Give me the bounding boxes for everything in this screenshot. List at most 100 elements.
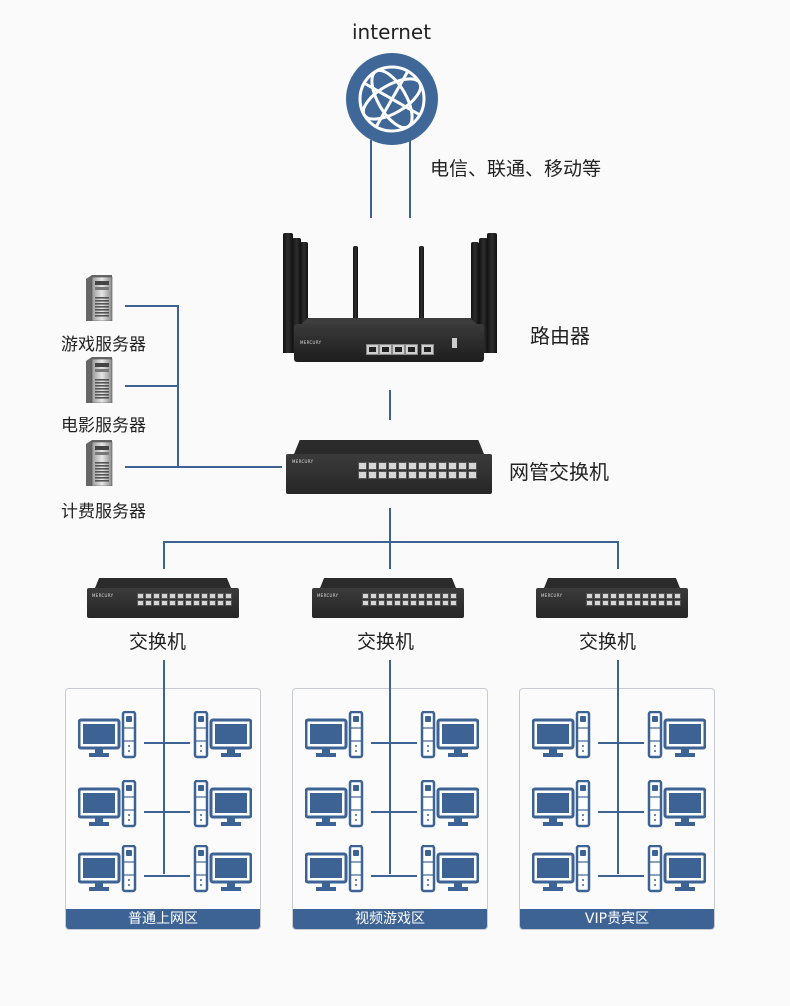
pc-link: [144, 875, 190, 877]
switch-port: [438, 471, 447, 479]
switch-port: [468, 471, 477, 479]
switch-port: [169, 600, 176, 606]
switch-port: [378, 471, 387, 479]
zone-label: VIP贵宾区: [520, 909, 714, 929]
switch-port: [153, 593, 160, 599]
switch-port: [185, 593, 192, 599]
desktop-pc-icon: [77, 844, 148, 895]
desktop-pc-icon: [304, 779, 375, 830]
switch-port: [358, 471, 367, 479]
switch-port: [426, 593, 433, 599]
drop-2: [389, 541, 391, 569]
switch-port: [201, 593, 208, 599]
switch-port: [634, 600, 641, 606]
access-switch-icon: MERCURY: [87, 578, 239, 618]
switch-port: [458, 462, 467, 470]
pc-link: [598, 811, 644, 813]
switch-port: [193, 600, 200, 606]
switch-port: [370, 593, 377, 599]
switch-port: [161, 600, 168, 606]
switch-port: [610, 593, 617, 599]
switch-port: [410, 593, 417, 599]
access-switch-icon: MERCURY: [536, 578, 688, 618]
isp-link-right: [409, 140, 411, 218]
switch-port: [618, 600, 625, 606]
switch-port: [145, 600, 152, 606]
switch-port: [418, 471, 427, 479]
switch-port: [201, 600, 208, 606]
desktop-pc-icon: [409, 844, 480, 895]
switch-port: [618, 593, 625, 599]
switch-port: [370, 600, 377, 606]
desktop-pc-icon: [304, 710, 375, 761]
isp-label: 电信、联通、移动等: [430, 158, 602, 180]
desktop-pc-icon: [77, 779, 148, 830]
pc-link: [144, 811, 190, 813]
switch-port: [448, 471, 457, 479]
switch-port: [450, 593, 457, 599]
switch-port: [388, 462, 397, 470]
switch-port: [602, 600, 609, 606]
desktop-pc-icon: [77, 710, 148, 761]
switch-port: [358, 462, 367, 470]
switch-port: [185, 600, 192, 606]
server-label: 电影服务器: [61, 416, 146, 436]
zone-trunk-link: [617, 660, 619, 874]
switch-port: [626, 593, 633, 599]
switch-port: [434, 593, 441, 599]
server-label: 计费服务器: [61, 502, 146, 522]
pc-link: [371, 875, 417, 877]
switch-port: [594, 600, 601, 606]
access-switch-label: 交换机: [357, 631, 415, 653]
access-switch-label: 交换机: [129, 631, 187, 653]
desktop-pc-icon: [636, 710, 707, 761]
switch-port: [666, 600, 673, 606]
switch-port: [650, 600, 657, 606]
switch-port: [402, 600, 409, 606]
switch-port: [642, 600, 649, 606]
switch-port: [402, 593, 409, 599]
switch-port: [410, 600, 417, 606]
server-tower-icon: [84, 440, 113, 487]
switch-port: [398, 471, 407, 479]
core-switch-brand: MERCURY: [292, 459, 314, 464]
router-label: 路由器: [530, 324, 590, 348]
switch-port: [434, 600, 441, 606]
switch-port: [368, 462, 377, 470]
zone-label: 普通上网区: [66, 909, 260, 929]
desktop-pc-icon: [531, 710, 602, 761]
switch-port: [642, 593, 649, 599]
switch-port: [177, 593, 184, 599]
router-to-core-link: [389, 390, 391, 420]
switch-port: [666, 593, 673, 599]
drop-1: [163, 541, 165, 569]
switch-port: [408, 471, 417, 479]
switch-port: [442, 593, 449, 599]
wireless-router-icon: MERCURY: [278, 228, 500, 368]
switch-port: [426, 600, 433, 606]
switch-port: [586, 593, 593, 599]
switch-port: [602, 593, 609, 599]
switch-port: [368, 471, 377, 479]
switch-port: [145, 593, 152, 599]
server-tower-icon: [84, 275, 113, 322]
pc-link: [371, 742, 417, 744]
switch-port: [153, 600, 160, 606]
desktop-pc-icon: [409, 710, 480, 761]
switch-port: [398, 462, 407, 470]
switch-port: [450, 600, 457, 606]
pc-link: [598, 875, 644, 877]
switch-port: [378, 462, 387, 470]
desktop-pc-icon: [636, 844, 707, 895]
switch-port: [161, 593, 168, 599]
switch-port: [169, 593, 176, 599]
switch-port: [378, 593, 385, 599]
core-switch-label: 网管交换机: [509, 460, 609, 484]
server-trunk: [177, 305, 179, 468]
switch-port: [394, 600, 401, 606]
switch-port: [442, 600, 449, 606]
switch-port: [137, 593, 144, 599]
switch-port: [418, 600, 425, 606]
zone-trunk-link: [389, 660, 391, 874]
switch-port: [658, 600, 665, 606]
